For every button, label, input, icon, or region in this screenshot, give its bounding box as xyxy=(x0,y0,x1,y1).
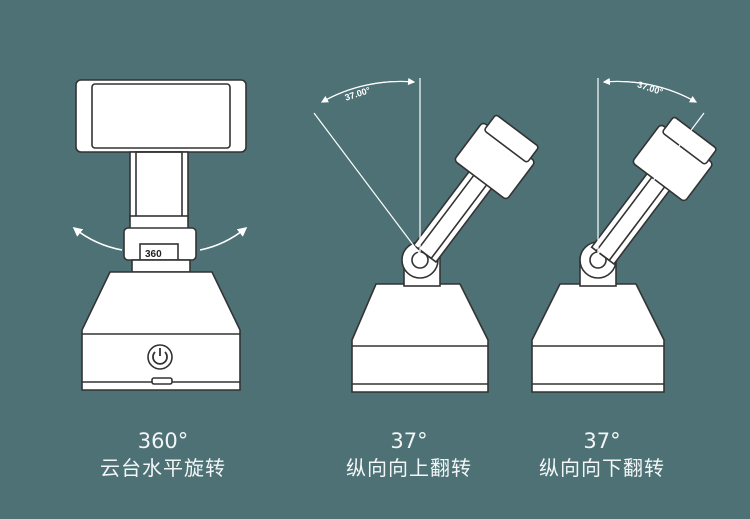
device-base xyxy=(351,283,489,393)
rotate-arrow-right-icon xyxy=(199,226,248,251)
caption-tilt-up: 37° 纵向向上翻转 xyxy=(299,428,519,482)
caption-degree: 37° xyxy=(390,429,428,453)
angle-label-up: 37.00° xyxy=(344,85,372,103)
caption-description: 纵向向下翻转 xyxy=(539,456,665,480)
angle-label-down: 37.00° xyxy=(636,79,664,97)
clamp-neck xyxy=(129,151,189,221)
angle-indicator-up xyxy=(313,77,421,255)
caption-tilt-down: 37° 纵向向下翻转 xyxy=(492,428,712,482)
panel-360-device xyxy=(75,79,247,391)
device-base xyxy=(531,283,665,393)
rotate-arrow-left-icon xyxy=(72,226,123,251)
caption-degree: 360° xyxy=(137,429,189,453)
panel-tilt-up-device xyxy=(351,114,539,393)
power-button xyxy=(147,344,173,370)
caption-360: 360° 云台水平旋转 xyxy=(53,428,273,482)
caption-degree: 37° xyxy=(583,429,621,453)
panel-tilt-down-device xyxy=(531,116,717,393)
device-base xyxy=(81,271,241,391)
caption-description: 纵向向上翻转 xyxy=(346,456,472,480)
power-icon xyxy=(152,348,168,365)
rotation-badge: 360 xyxy=(145,249,162,260)
caption-description: 云台水平旋转 xyxy=(100,456,226,480)
angle-indicator-down xyxy=(597,77,705,255)
